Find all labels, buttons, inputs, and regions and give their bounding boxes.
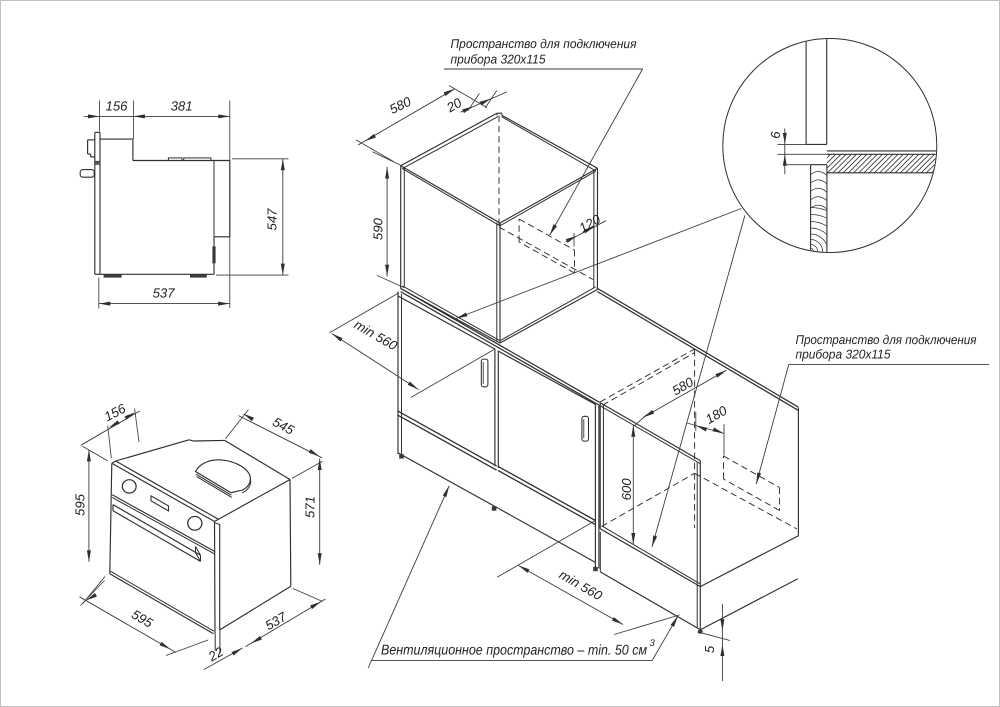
svg-text:прибора 320х115: прибора 320х115 — [795, 347, 891, 362]
svg-text:595: 595 — [73, 493, 88, 516]
svg-text:прибора 320х115: прибора 320х115 — [450, 52, 546, 67]
svg-text:537: 537 — [153, 285, 176, 300]
svg-text:Пространство для подключения: Пространство для подключения — [795, 332, 976, 347]
svg-text:6: 6 — [768, 131, 783, 139]
svg-text:547: 547 — [265, 208, 280, 231]
svg-text:5: 5 — [702, 645, 717, 653]
svg-text:590: 590 — [371, 217, 386, 240]
svg-text:600: 600 — [619, 478, 634, 501]
svg-text:Пространство для подключения: Пространство для подключения — [450, 36, 636, 51]
svg-text:Вентиляционное пространство –: Вентиляционное пространство – min. 50 см — [381, 643, 647, 659]
svg-text:20: 20 — [443, 95, 465, 116]
svg-text:571: 571 — [302, 496, 317, 518]
svg-text:156: 156 — [105, 98, 128, 113]
svg-text:22: 22 — [205, 644, 227, 665]
svg-text:3: 3 — [649, 638, 655, 649]
svg-text:381: 381 — [171, 98, 193, 113]
